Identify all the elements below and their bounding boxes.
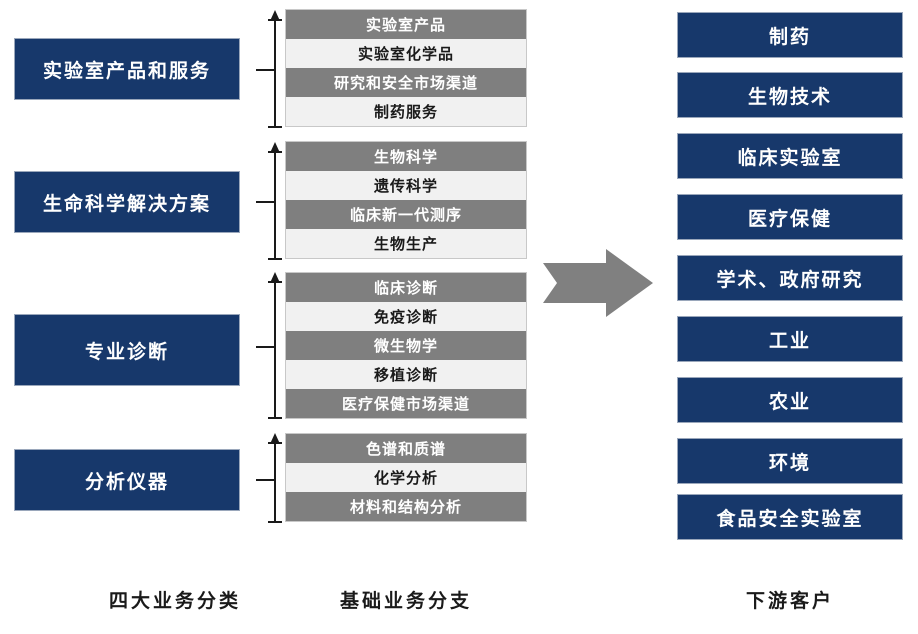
- customer-box-agriculture[interactable]: 农业: [677, 377, 903, 423]
- bracket-arrow-head-icon: [270, 142, 280, 153]
- branch-row[interactable]: 研究和安全市场渠道: [286, 68, 526, 97]
- branch-row[interactable]: 医疗保健市场渠道: [286, 389, 526, 418]
- category-box-specialty-diagnostics[interactable]: 专业诊断: [14, 314, 240, 386]
- bracket-spine: [274, 152, 276, 260]
- branch-group-life-science: 生物科学 遗传科学 临床新一代测序 生物生产: [285, 141, 527, 259]
- customer-box-clinical-lab[interactable]: 临床实验室: [677, 133, 903, 179]
- bracket-stub: [256, 201, 275, 203]
- branch-row[interactable]: 临床诊断: [286, 273, 526, 302]
- branch-row[interactable]: 临床新一代测序: [286, 200, 526, 229]
- bracket-lab-products: [256, 10, 282, 128]
- bracket-spine: [274, 20, 276, 128]
- bracket-life-science: [256, 142, 282, 260]
- branch-row[interactable]: 免疫诊断: [286, 302, 526, 331]
- bracket-arrow-head-icon: [270, 10, 280, 21]
- branch-row[interactable]: 移植诊断: [286, 360, 526, 389]
- bracket-stub: [256, 69, 275, 71]
- customer-box-environment[interactable]: 环境: [677, 438, 903, 484]
- category-box-analytical-instruments[interactable]: 分析仪器: [14, 449, 240, 511]
- branch-row[interactable]: 化学分析: [286, 463, 526, 492]
- footer-label-branches: 基础业务分支: [339, 590, 472, 612]
- bracket-cap-bottom: [268, 521, 282, 523]
- bracket-cap-bottom: [268, 258, 282, 260]
- branch-row[interactable]: 实验室产品: [286, 10, 526, 39]
- bracket-arrow-head-icon: [270, 433, 280, 444]
- bracket-spine: [274, 282, 276, 419]
- customer-box-industrial[interactable]: 工业: [677, 316, 903, 362]
- branch-group-analytical-instruments: 色谱和质谱 化学分析 材料和结构分析: [285, 433, 527, 522]
- branch-group-specialty-diagnostics: 临床诊断 免疫诊断 微生物学 移植诊断 医疗保健市场渠道: [285, 272, 527, 419]
- customer-box-healthcare[interactable]: 医疗保健: [677, 194, 903, 240]
- bracket-arrow-head-icon: [270, 272, 280, 283]
- customer-box-food-safety[interactable]: 食品安全实验室: [677, 494, 903, 540]
- bracket-analytical-instruments: [256, 433, 282, 523]
- bracket-stub: [256, 479, 275, 481]
- bracket-stub: [256, 346, 275, 348]
- branch-row[interactable]: 微生物学: [286, 331, 526, 360]
- branch-row[interactable]: 生物科学: [286, 142, 526, 171]
- branch-row[interactable]: 生物生产: [286, 229, 526, 258]
- branch-row[interactable]: 色谱和质谱: [286, 434, 526, 463]
- bracket-cap-bottom: [268, 417, 282, 419]
- footer-label-customers: 下游客户: [745, 590, 834, 612]
- branch-group-lab-products: 实验室产品 实验室化学品 研究和安全市场渠道 制药服务: [285, 9, 527, 127]
- customer-box-biotech[interactable]: 生物技术: [677, 72, 903, 118]
- footer-label-categories: 四大业务分类: [108, 590, 241, 612]
- bracket-specialty-diagnostics: [256, 272, 282, 419]
- right-arrow-icon: [543, 249, 653, 317]
- category-box-lab-products[interactable]: 实验室产品和服务: [14, 38, 240, 100]
- category-box-life-science[interactable]: 生命科学解决方案: [14, 171, 240, 233]
- branch-row[interactable]: 实验室化学品: [286, 39, 526, 68]
- bracket-spine: [274, 443, 276, 523]
- bracket-cap-bottom: [268, 126, 282, 128]
- branch-row[interactable]: 制药服务: [286, 97, 526, 126]
- customer-box-pharma[interactable]: 制药: [677, 12, 903, 58]
- branch-row[interactable]: 遗传科学: [286, 171, 526, 200]
- branch-row[interactable]: 材料和结构分析: [286, 492, 526, 521]
- customer-box-academic-gov[interactable]: 学术、政府研究: [677, 255, 903, 301]
